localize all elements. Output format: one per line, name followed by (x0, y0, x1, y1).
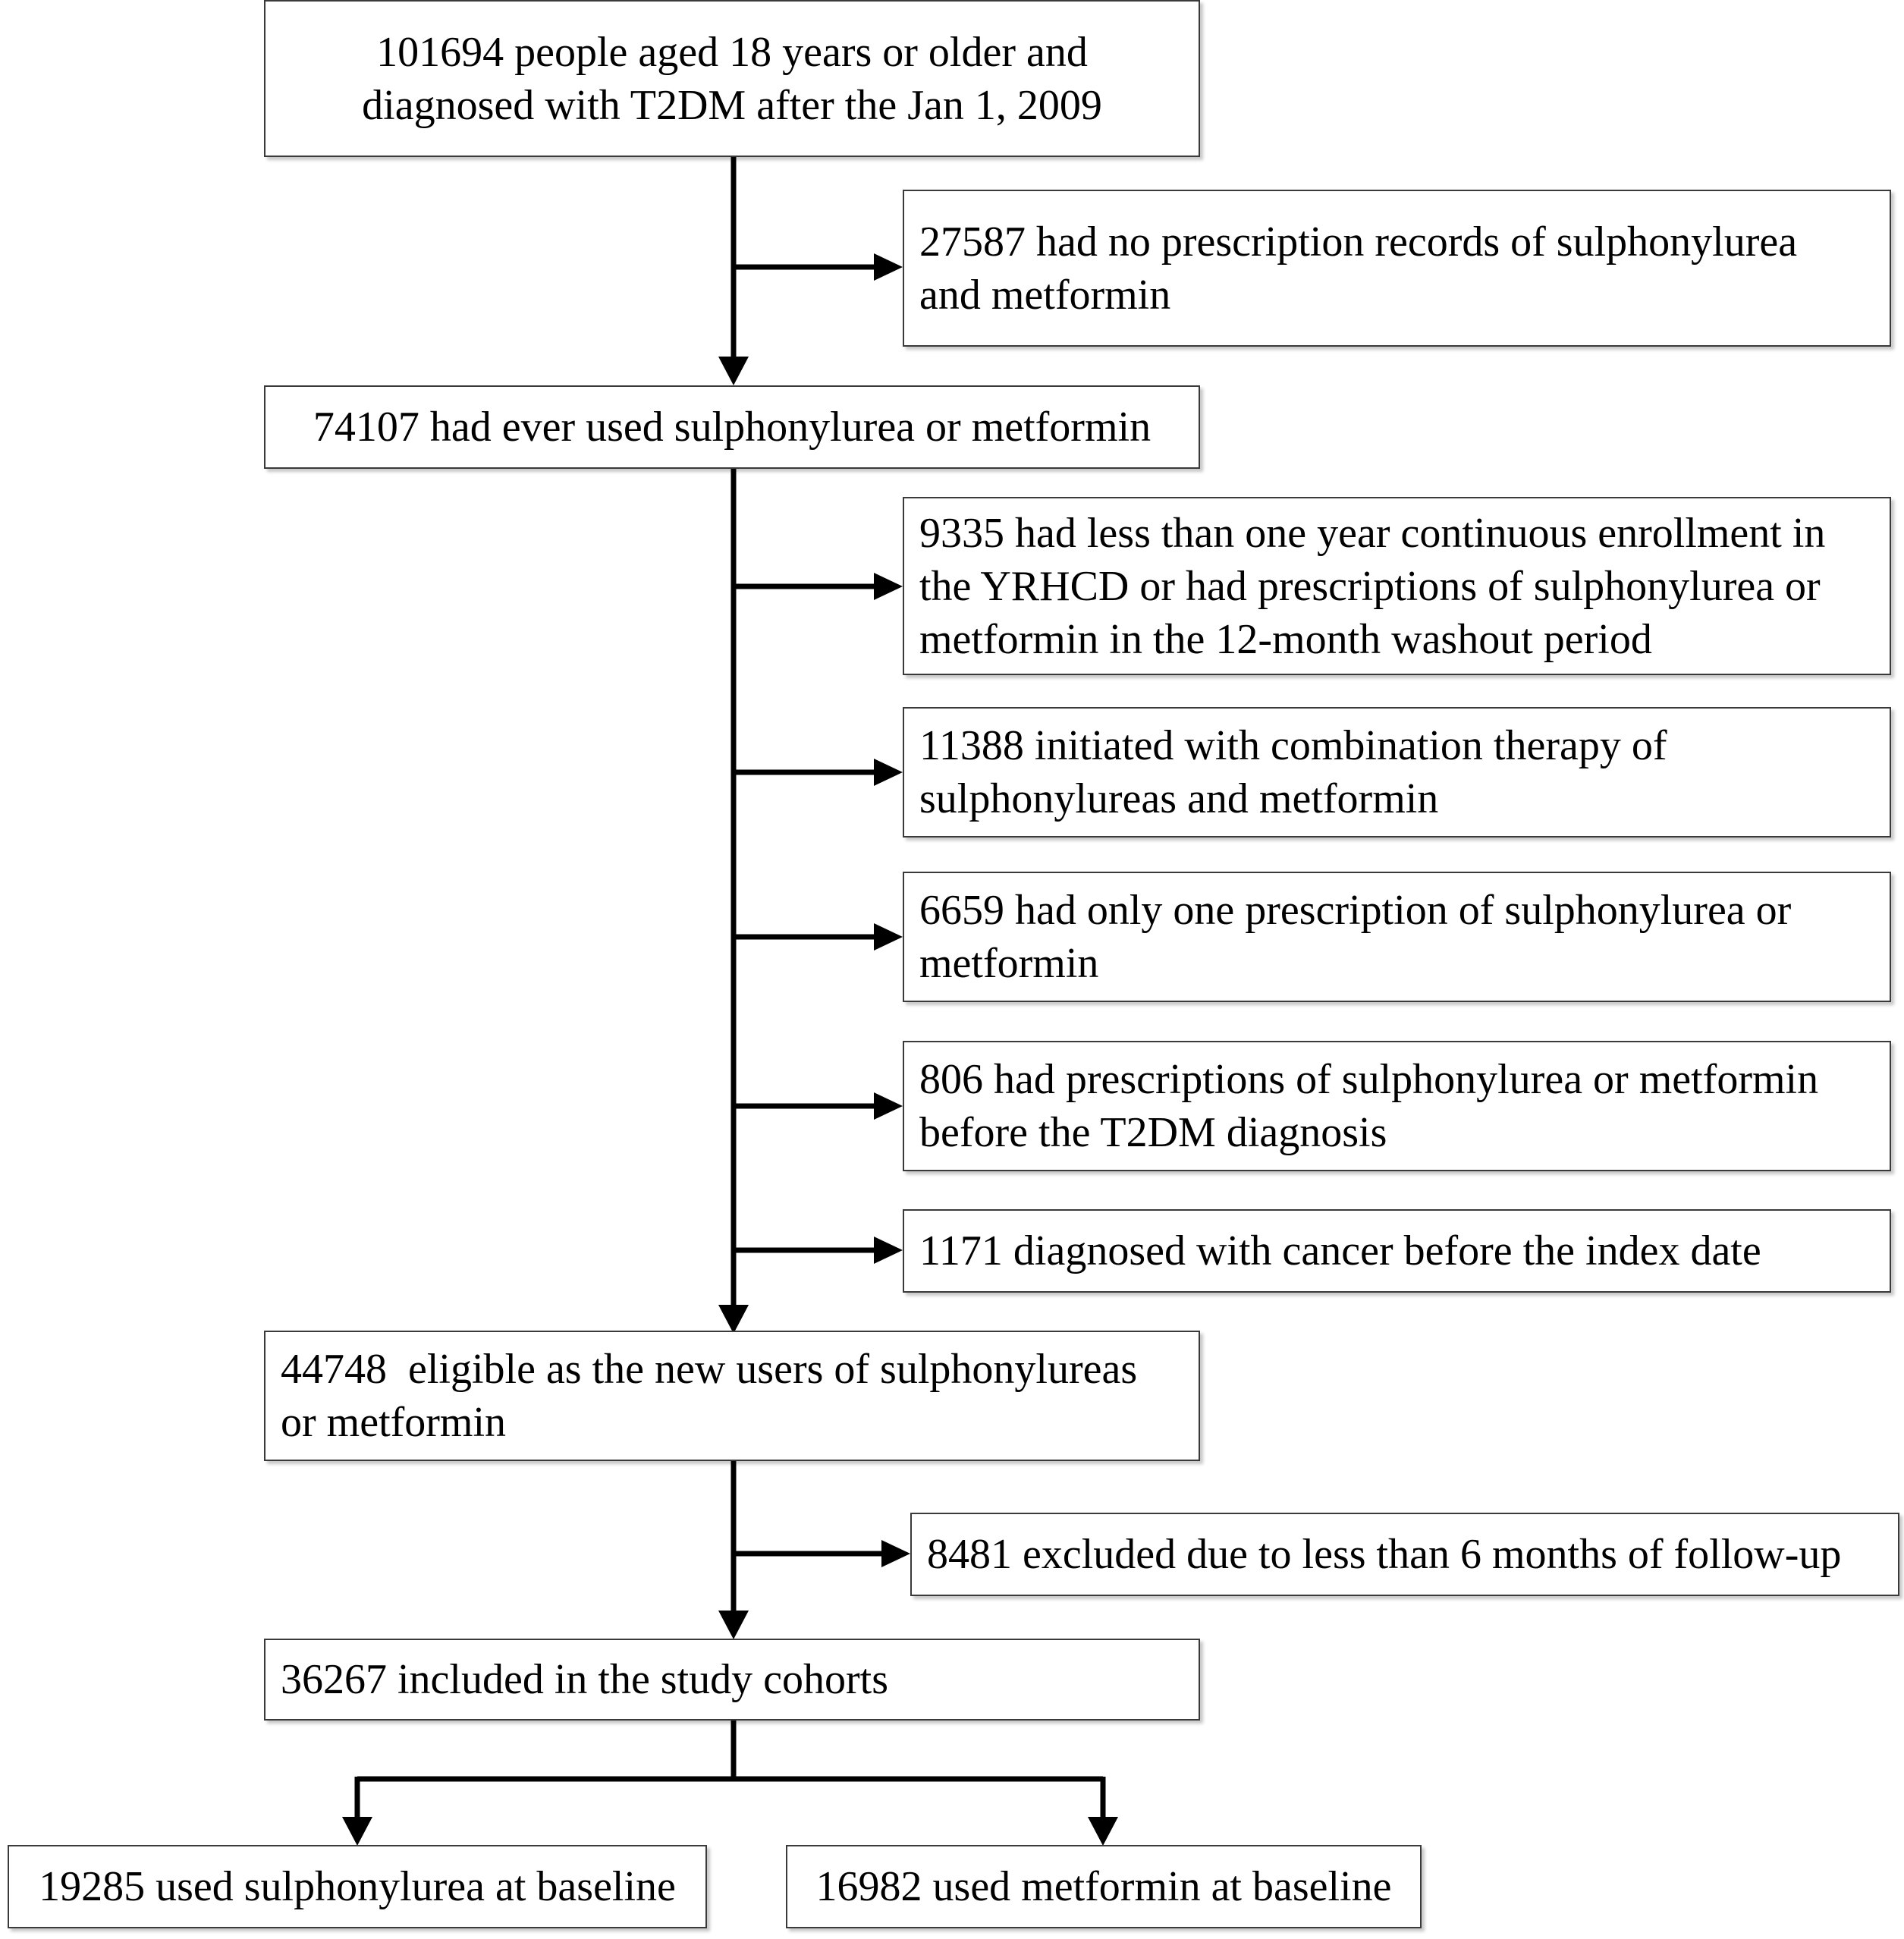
exclusion-4-line-1: 6659 had only one prescription of sulpho… (919, 887, 1792, 934)
arrowhead-to-metformin-group (1088, 1817, 1118, 1846)
start-box: 101694 people aged 18 years or older and… (264, 0, 1200, 157)
arrowhead-to-exclusion-7 (881, 1540, 910, 1567)
exclusion-6-text: 1171 diagnosed with cancer before the in… (919, 1227, 1761, 1274)
ever-used-box: 74107 had ever used sulphonylurea or met… (264, 385, 1200, 469)
exclusion-box-cancer: 1171 diagnosed with cancer before the in… (903, 1209, 1891, 1293)
exclusion-1-line-1: 27587 had no prescription records of sul… (919, 218, 1798, 266)
exclusion-7-text: 8481 excluded due to less than 6 months … (927, 1531, 1842, 1578)
exclusion-box-no-prescription: 27587 had no prescription records of sul… (903, 190, 1891, 347)
arrowhead-to-eligible (718, 1305, 749, 1334)
metformin-group-box: 16982 used metformin at baseline (786, 1845, 1422, 1928)
arrowhead-to-included (718, 1611, 749, 1639)
arrowhead-to-ever-used (718, 357, 749, 385)
exclusion-3-line-1: 11388 initiated with combination therapy… (919, 722, 1667, 769)
exclusion-box-enrollment-washout: 9335 had less than one year continuous e… (903, 497, 1891, 675)
exclusion-box-combination-therapy: 11388 initiated with combination therapy… (903, 707, 1891, 838)
included-box: 36267 included in the study cohorts (264, 1639, 1200, 1721)
exclusion-box-prior-prescriptions: 806 had prescriptions of sulphonylurea o… (903, 1041, 1891, 1171)
sulphonylurea-group-text: 19285 used sulphonylurea at baseline (39, 1863, 676, 1910)
exclusion-box-follow-up: 8481 excluded due to less than 6 months … (910, 1513, 1899, 1596)
arrowhead-to-sulphonylurea-group (342, 1817, 372, 1846)
start-text-line-2: diagnosed with T2DM after the Jan 1, 200… (362, 81, 1102, 129)
exclusion-box-one-prescription: 6659 had only one prescription of sulpho… (903, 872, 1891, 1002)
start-text-line-1: 101694 people aged 18 years or older and (376, 28, 1088, 76)
exclusion-3-line-2: sulphonylureas and metformin (919, 775, 1439, 822)
ever-used-text: 74107 had ever used sulphonylurea or met… (313, 404, 1152, 451)
exclusion-4-line-2: metformin (919, 940, 1099, 987)
exclusion-1-line-2: and metformin (919, 271, 1171, 319)
metformin-group-text: 16982 used metformin at baseline (815, 1863, 1392, 1910)
eligible-line-1: 44748 eligible as the new users of sulph… (281, 1346, 1138, 1393)
arrowhead-to-exclusion-2 (874, 573, 903, 600)
eligible-line-2: or metformin (281, 1399, 507, 1446)
eligible-box: 44748 eligible as the new users of sulph… (264, 1331, 1200, 1461)
exclusion-2-line-1: 9335 had less than one year continuous e… (919, 509, 1826, 557)
exclusion-2-line-3: metformin in the 12-month washout period (919, 615, 1652, 663)
included-text: 36267 included in the study cohorts (281, 1656, 889, 1703)
arrowhead-to-exclusion-1 (874, 253, 903, 281)
arrowhead-to-exclusion-6 (874, 1237, 903, 1264)
arrowhead-to-exclusion-5 (874, 1092, 903, 1120)
sulphonylurea-group-box: 19285 used sulphonylurea at baseline (8, 1845, 707, 1928)
exclusion-5-line-2: before the T2DM diagnosis (919, 1109, 1387, 1156)
arrowhead-to-exclusion-3 (874, 759, 903, 786)
arrowhead-to-exclusion-4 (874, 923, 903, 951)
exclusion-2-line-2: the YRHCD or had prescriptions of sulpho… (919, 562, 1821, 610)
exclusion-5-line-1: 806 had prescriptions of sulphonylurea o… (919, 1056, 1819, 1103)
